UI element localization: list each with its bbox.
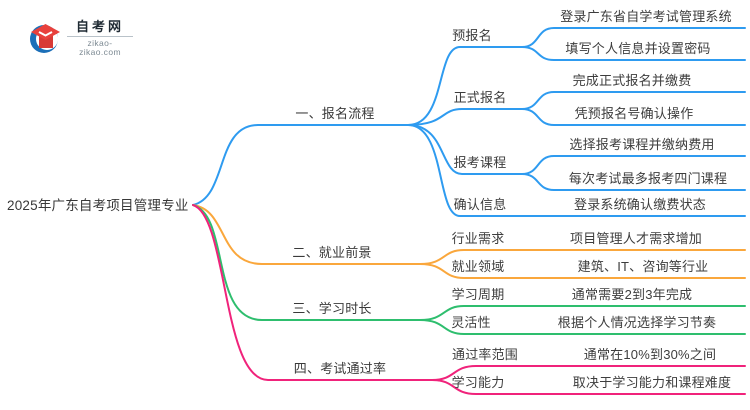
- connector: [521, 155, 746, 175]
- site-name: 自考网: [75, 19, 124, 34]
- mindmap-leaf: 根据个人情况选择学习节奏: [557, 315, 717, 330]
- site-logo: 自考网 zikao-zikao.com: [29, 19, 133, 57]
- mindmap-leaf: 项目管理人才需求增加: [569, 231, 703, 246]
- branch-label-pass-rate: 四、考试通过率: [293, 361, 387, 376]
- mindmap-leaf: 凭预报名号确认操作: [574, 106, 694, 121]
- connector: [192, 204, 421, 321]
- mindmap-leaf: 通常需要2到3年完成: [571, 287, 693, 302]
- connector: [192, 204, 421, 265]
- mindmap-leaf: 填写个人信息并设置密码: [565, 41, 711, 56]
- mindmap-subnode: 通过率范围: [451, 347, 519, 362]
- mindmap-leaf: 登录系统确认缴费状态: [573, 197, 707, 212]
- graduation-cap-icon: [30, 24, 60, 53]
- mindmap-subnode: 确认信息: [453, 197, 507, 212]
- branch-label-registration-process: 一、报名流程: [295, 106, 375, 121]
- connector: [521, 46, 746, 61]
- branch-label-employment-outlook: 二、就业前景: [292, 245, 372, 260]
- mindmap-leaf: 建筑、IT、咨询等行业: [577, 259, 709, 274]
- mindmap-subnode: 灵活性: [451, 315, 491, 330]
- mindmap-subnode: 正式报名: [453, 90, 507, 105]
- connector: [407, 46, 523, 126]
- connector: [192, 204, 433, 381]
- mindmap-leaf: 选择报考课程并缴纳费用: [569, 137, 715, 152]
- connector: [192, 124, 409, 206]
- mindmap-subnode: 行业需求: [451, 231, 505, 246]
- mindmap-leaf: 取决于学习能力和课程难度: [572, 375, 732, 390]
- mindmap-leaf: 每次考试最多报考四门课程: [568, 171, 728, 186]
- connector: [431, 379, 746, 395]
- logo-divider: [67, 36, 133, 37]
- connector: [419, 263, 746, 279]
- branch-label-study-duration: 三、学习时长: [292, 301, 372, 316]
- mindmap-subnode: 学习周期: [451, 287, 505, 302]
- mindmap-leaf: 通常在10%到30%之间: [583, 347, 717, 362]
- connector: [407, 124, 523, 175]
- mindmap-leaf: 完成正式报名并缴费: [572, 73, 692, 88]
- connector: [521, 91, 746, 110]
- mindmap-subnode: 报考课程: [453, 155, 507, 170]
- connector: [521, 27, 746, 48]
- mindmap-subnode: 就业领域: [451, 259, 505, 274]
- mindmap-subnode: 学习能力: [451, 375, 505, 390]
- connector: [419, 319, 746, 335]
- mindmap-subnode: 预报名: [452, 28, 492, 43]
- connector: [521, 108, 746, 126]
- connector: [407, 108, 523, 126]
- connector: [407, 124, 746, 217]
- site-url: zikao-zikao.com: [79, 38, 121, 57]
- mindmap-leaf: 登录广东省自学考试管理系统: [560, 9, 732, 24]
- mindmap-root-node: 2025年广东自考项目管理专业: [7, 198, 189, 213]
- connector: [521, 173, 746, 191]
